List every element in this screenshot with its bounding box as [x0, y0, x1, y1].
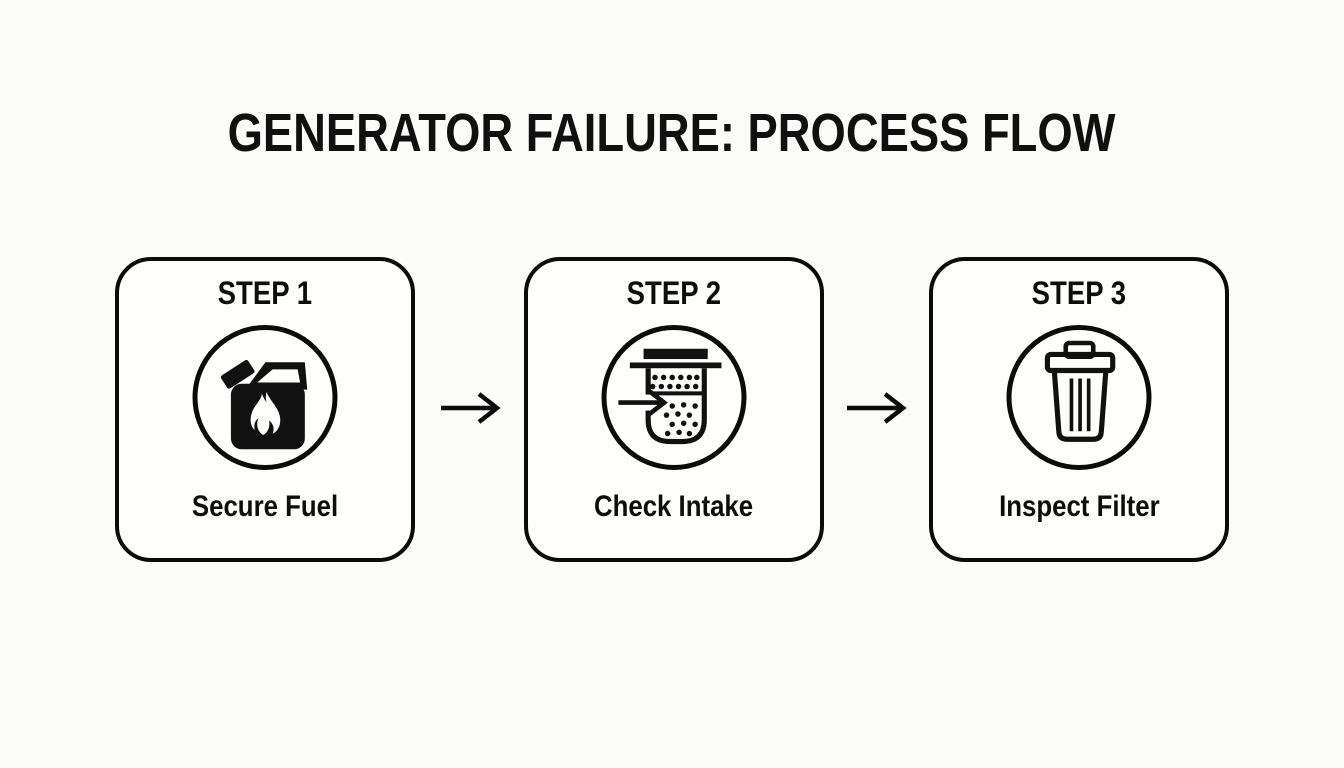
right-arrow-icon [441, 392, 501, 424]
filter-canister-icon [1044, 340, 1115, 442]
step-box-1: STEP 1 Secure Fuel [115, 257, 415, 562]
page-title: GENERATOR FAILURE: PROCESS FLOW [0, 104, 1344, 162]
step-box-3: STEP 3 Inspect Filter [929, 257, 1229, 562]
step-3-title: STEP 3 [933, 274, 1225, 312]
right-arrow-icon [847, 392, 907, 424]
step-1-title-text: STEP 1 [217, 275, 313, 311]
step-3-title-text: STEP 3 [1031, 275, 1127, 311]
step-2-title: STEP 2 [528, 274, 820, 312]
step-box-2: STEP 2 [524, 257, 824, 562]
step-3-action-text: Inspect Filter [998, 490, 1160, 523]
step-2-action-text: Check Intake [594, 490, 754, 523]
step-1-action-text: Secure Fuel [191, 490, 339, 523]
step-1-icon-circle [192, 325, 338, 470]
step-2-title-text: STEP 2 [626, 275, 722, 311]
page-title-text: GENERATOR FAILURE: PROCESS FLOW [228, 103, 1116, 163]
step-3-action-label: Inspect Filter [933, 488, 1225, 526]
fuel-can-flame-icon [220, 359, 307, 449]
step-1-title: STEP 1 [119, 274, 411, 312]
step-1-action-label: Secure Fuel [119, 488, 411, 526]
step-2-action-label: Check Intake [528, 488, 820, 526]
step-3-icon-circle [1006, 325, 1152, 470]
air-intake-filter-icon [617, 348, 721, 444]
step-2-icon-circle [601, 325, 747, 470]
